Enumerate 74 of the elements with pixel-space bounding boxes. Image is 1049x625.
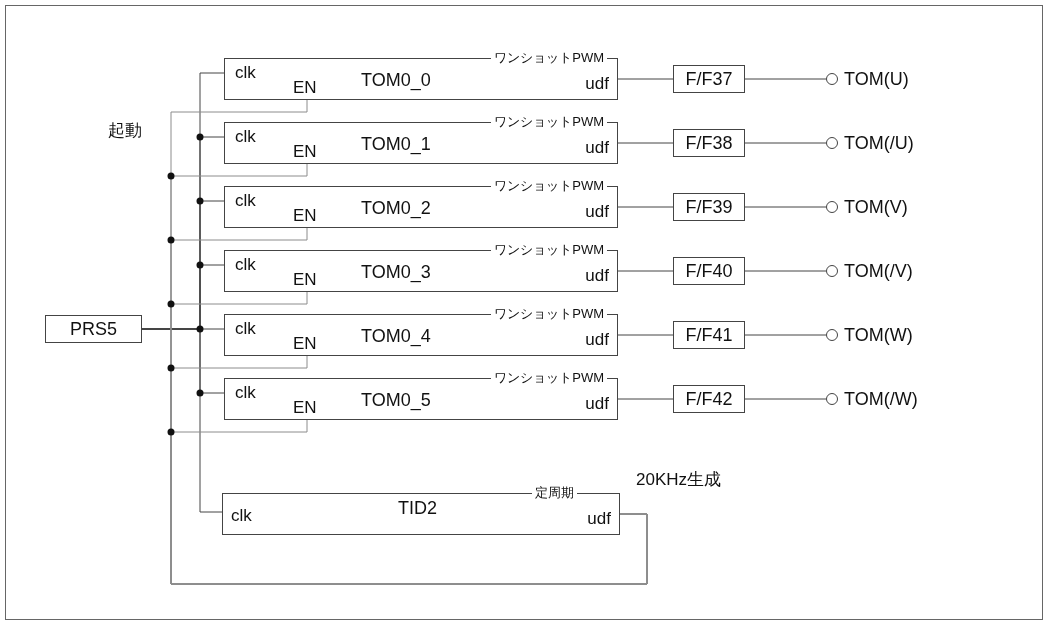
port-label: clk [235,192,256,209]
terminal-label: TOM(/W) [844,390,918,408]
timer-name: TOM0_1 [361,135,431,153]
terminal-circle [826,265,838,277]
terminal-circle [826,137,838,149]
mode-label: ワンショットPWM [491,307,607,320]
port-label: EN [293,79,317,96]
flip-flop-box [673,321,745,349]
port-label: EN [293,271,317,288]
port-label: clk [235,128,256,145]
connector-line [617,206,674,208]
port-label: EN [293,335,317,352]
terminal-label: TOM(/U) [844,134,914,152]
flip-flop-box [673,257,745,285]
connector-line [744,78,827,80]
mode-label: ワンショットPWM [491,179,607,192]
timer-name: TOM0_2 [361,199,431,217]
flip-flop-box [673,193,745,221]
timer-name: TID2 [398,499,437,517]
terminal-circle [826,329,838,341]
port-label: clk [235,384,256,401]
port-label: udf [585,331,609,348]
connector-line [617,142,674,144]
port-label: udf [587,510,611,527]
port-label: udf [585,139,609,156]
connector-line [617,78,674,80]
connector-line [744,270,827,272]
port-label: udf [585,75,609,92]
timer-name: TOM0_0 [361,71,431,89]
note-text: 20KHz生成 [636,471,722,488]
port-label: clk [231,507,252,524]
terminal-label: TOM(V) [844,198,908,216]
connector-line [617,334,674,336]
port-label: EN [293,143,317,160]
signal-label: 起動 [108,122,142,139]
port-label: clk [235,256,256,273]
box-label: F/F41 [685,326,733,344]
mode-label: ワンショットPWM [491,51,607,64]
port-label: udf [585,203,609,220]
connector-line [744,398,827,400]
timer-name: TOM0_3 [361,263,431,281]
timer-name: TOM0_4 [361,327,431,345]
terminal-label: TOM(U) [844,70,909,88]
flip-flop-box [673,65,745,93]
connector-line [744,334,827,336]
box-label: F/F42 [685,390,733,408]
port-label: clk [235,64,256,81]
mode-label: ワンショットPWM [491,371,607,384]
terminal-circle [826,73,838,85]
terminal-label: TOM(/V) [844,262,913,280]
flip-flop-box [673,385,745,413]
terminal-label: TOM(W) [844,326,913,344]
port-label: udf [585,395,609,412]
connector-line [744,206,827,208]
box-label: F/F38 [685,134,733,152]
mode-label: ワンショットPWM [491,243,607,256]
connector-line [617,398,674,400]
box-label: F/F39 [685,198,733,216]
terminal-circle [826,201,838,213]
box-label: F/F40 [685,262,733,280]
terminal-circle [826,393,838,405]
timer-name: TOM0_5 [361,391,431,409]
port-label: EN [293,399,317,416]
port-label: udf [585,267,609,284]
mode-label: ワンショットPWM [491,115,607,128]
port-label: clk [235,320,256,337]
signal-box [45,315,142,343]
connector-line [744,142,827,144]
box-label: F/F37 [685,70,733,88]
box-label: PRS5 [70,320,117,338]
connector-line [617,270,674,272]
flip-flop-box [673,129,745,157]
port-label: EN [293,207,317,224]
mode-label: 定周期 [532,486,577,499]
